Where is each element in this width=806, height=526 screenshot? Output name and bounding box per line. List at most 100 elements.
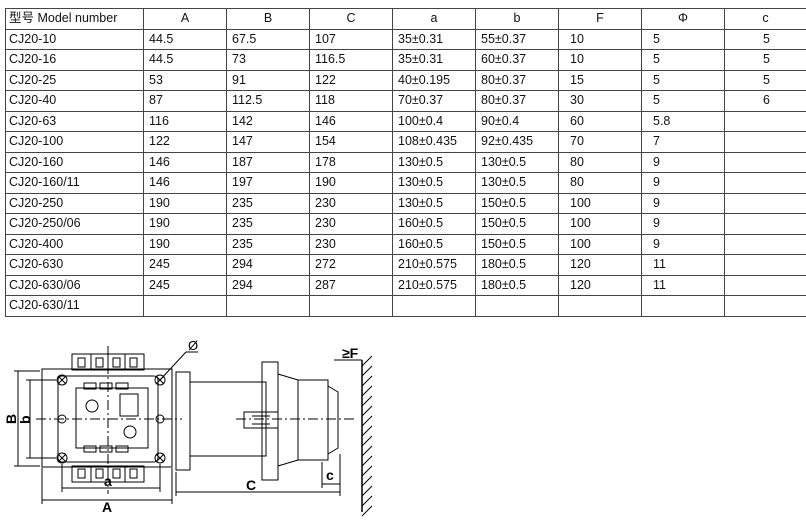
cell-b: 294 [226, 274, 310, 296]
cell-c: 5 [724, 49, 806, 71]
cell-model: CJ20-160 [5, 151, 144, 173]
cell-phi: 5 [641, 69, 725, 91]
label-C: C [246, 477, 256, 493]
cell-c [309, 295, 393, 317]
label-B: B [3, 414, 19, 424]
cell-a: 130±0.5 [392, 151, 476, 173]
cell-phi: 9 [641, 192, 725, 214]
cell-a: 130±0.5 [392, 172, 476, 194]
cell-c [724, 274, 806, 296]
cell-phi: 5.8 [641, 110, 725, 132]
armature [243, 411, 279, 429]
side-view-base [175, 371, 191, 471]
cell-f: 120 [558, 274, 642, 296]
cell-f: 10 [558, 28, 642, 50]
cell-a: 210±0.575 [392, 274, 476, 296]
column-header-b: B [226, 8, 310, 30]
cell-c: 122 [309, 69, 393, 91]
cell-b: 130±0.5 [475, 172, 559, 194]
cell-a: 245 [143, 254, 227, 276]
cell-c: 230 [309, 233, 393, 255]
cell-model: CJ20-630/06 [5, 274, 144, 296]
label-a: a [104, 473, 112, 489]
label-b: b [17, 415, 33, 424]
cell-c [724, 254, 806, 276]
cell-b [475, 295, 559, 317]
cell-b: 294 [226, 254, 310, 276]
cell-c [724, 172, 806, 194]
cell-phi: 11 [641, 254, 725, 276]
cell-b [226, 295, 310, 317]
cell-f [558, 295, 642, 317]
cell-a: 146 [143, 172, 227, 194]
column-header-phi: Φ [641, 8, 725, 30]
cell-model: CJ20-63 [5, 110, 144, 132]
cell-a: 245 [143, 274, 227, 296]
cell-f: 30 [558, 90, 642, 112]
cell-a: 44.5 [143, 49, 227, 71]
cell-a: 130±0.5 [392, 192, 476, 214]
cell-c: 230 [309, 192, 393, 214]
cell-b: 142 [226, 110, 310, 132]
table-row: CJ20-630/11 [5, 295, 806, 317]
cell-b: 55±0.37 [475, 28, 559, 50]
cell-phi: 5 [641, 28, 725, 50]
cell-b: 235 [226, 233, 310, 255]
cell-phi: 9 [641, 151, 725, 173]
cell-c: 107 [309, 28, 393, 50]
cell-phi: 5 [641, 90, 725, 112]
cell-a: 35±0.31 [392, 49, 476, 71]
cell-c: 146 [309, 110, 393, 132]
column-header-a: A [143, 8, 227, 30]
cell-c: 6 [724, 90, 806, 112]
cell-c [724, 295, 806, 317]
cell-b: 180±0.5 [475, 274, 559, 296]
cell-model: CJ20-16 [5, 49, 144, 71]
column-header-a: a [392, 8, 476, 30]
cell-a: 190 [143, 213, 227, 235]
cell-f: 60 [558, 110, 642, 132]
cell-f: 10 [558, 49, 642, 71]
cell-phi: 9 [641, 172, 725, 194]
cell-a: 70±0.37 [392, 90, 476, 112]
cell-phi [641, 295, 725, 317]
cell-b: 91 [226, 69, 310, 91]
cell-model: CJ20-40 [5, 90, 144, 112]
label-F: ≥F [342, 345, 359, 361]
cell-b: 150±0.5 [475, 192, 559, 214]
cell-b: 80±0.37 [475, 90, 559, 112]
cell-phi: 7 [641, 131, 725, 153]
column-header-c: C [309, 8, 393, 30]
mounting-hole [56, 374, 68, 386]
wall-hatching [361, 355, 373, 517]
cell-b: 130±0.5 [475, 151, 559, 173]
cell-model: CJ20-250 [5, 192, 144, 214]
cell-a: 146 [143, 151, 227, 173]
cell-f: 120 [558, 254, 642, 276]
label-c: c [326, 467, 334, 483]
cell-f: 80 [558, 172, 642, 194]
cell-f: 15 [558, 69, 642, 91]
cell-a: 160±0.5 [392, 213, 476, 235]
cell-phi: 9 [641, 233, 725, 255]
front-view-body [41, 368, 173, 468]
cell-c: 178 [309, 151, 393, 173]
cell-c: 287 [309, 274, 393, 296]
column-header-b: b [475, 8, 559, 30]
cell-b: 112.5 [226, 90, 310, 112]
cell-a: 160±0.5 [392, 233, 476, 255]
cell-model: CJ20-630 [5, 254, 144, 276]
cell-b: 235 [226, 213, 310, 235]
side-view-coil [190, 381, 267, 457]
cell-phi: 5 [641, 49, 725, 71]
cell-b: 235 [226, 192, 310, 214]
cell-model: CJ20-25 [5, 69, 144, 91]
cell-c: 230 [309, 213, 393, 235]
